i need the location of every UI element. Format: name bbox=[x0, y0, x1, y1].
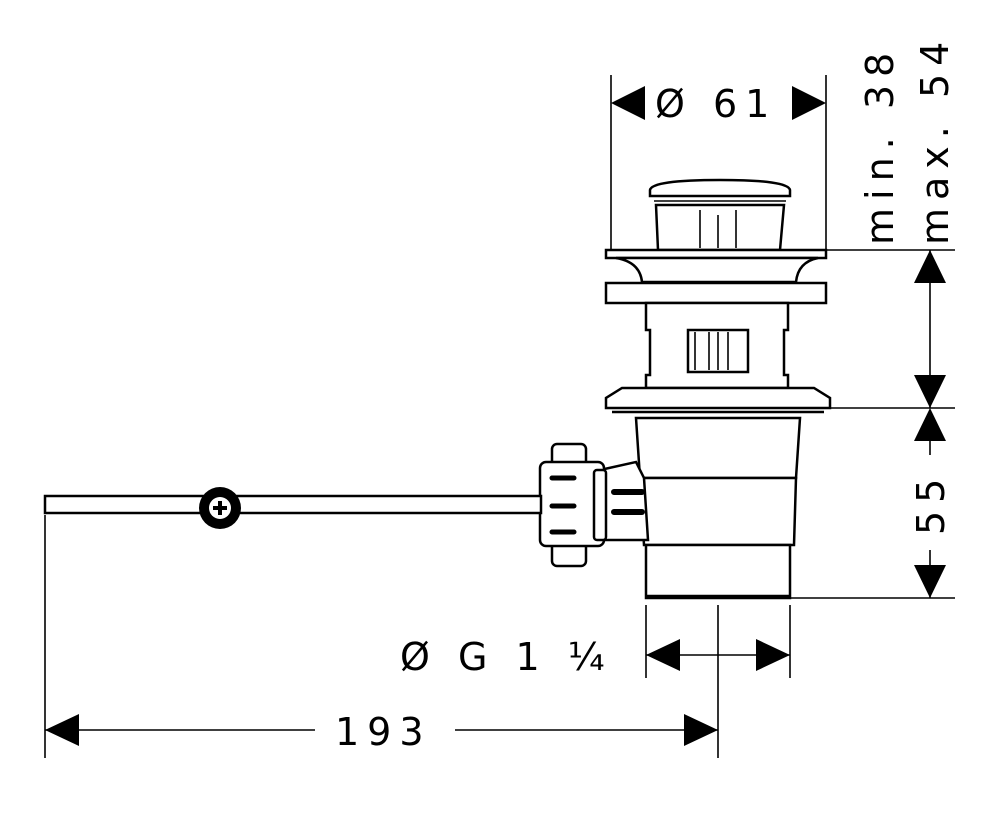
thread-label: Ø G 1 ¼ bbox=[400, 635, 613, 679]
rod-length-label: 193 bbox=[335, 710, 432, 754]
max-height-label: max. 54 bbox=[913, 34, 957, 245]
height-dimensions: 55 bbox=[790, 249, 955, 599]
rod-length-dimension: 193 bbox=[44, 515, 718, 758]
body-height-label: 55 bbox=[909, 471, 953, 535]
drain-valve-body bbox=[598, 178, 832, 600]
pull-rod bbox=[43, 487, 543, 529]
min-height-label: min. 38 bbox=[858, 45, 902, 245]
connection-nut bbox=[538, 442, 608, 568]
diameter-61-dimension: Ø 61 bbox=[610, 75, 827, 250]
diameter-61-label: Ø 61 bbox=[655, 82, 777, 126]
thread-dimension: Ø G 1 ¼ bbox=[400, 605, 791, 758]
